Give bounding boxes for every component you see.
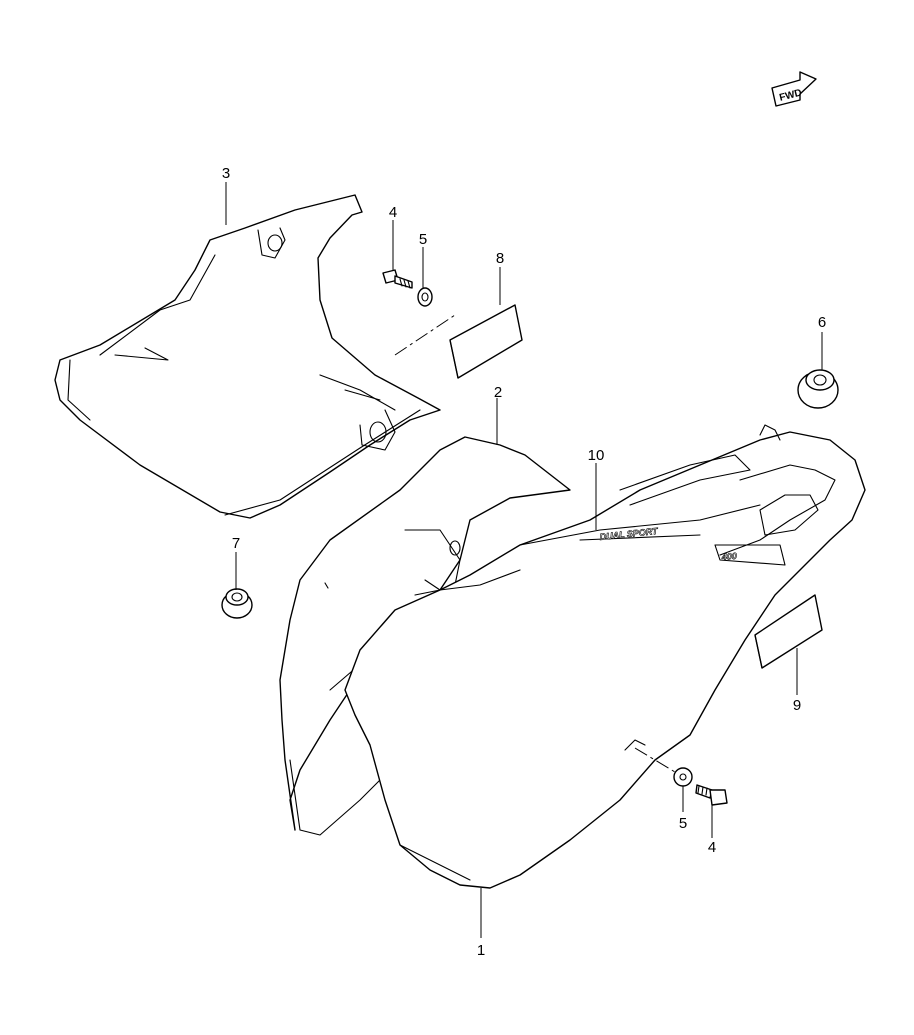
callout-9: 9 xyxy=(793,697,801,714)
assembly-line-lower xyxy=(634,747,676,773)
leader-lines xyxy=(225,182,823,938)
pad-part-9 xyxy=(754,594,823,669)
callout-5-lower: 5 xyxy=(679,815,687,832)
bolt-part-4-lower xyxy=(695,784,728,806)
callout-2: 2 xyxy=(494,384,502,401)
callout-6: 6 xyxy=(818,314,826,331)
grommet-part-7 xyxy=(221,588,253,619)
callout-10: 10 xyxy=(588,447,605,464)
washer-part-5-lower xyxy=(673,767,693,787)
side-cover-part-1: DUAL SPORT 400 xyxy=(344,424,866,889)
decal-number: 400 xyxy=(720,551,737,562)
callout-4-lower: 4 xyxy=(708,839,716,856)
bolt-part-4-upper xyxy=(382,269,413,289)
callout-5-upper: 5 xyxy=(419,231,427,248)
pad-part-8 xyxy=(449,304,523,379)
callout-7: 7 xyxy=(232,535,240,552)
callout-1: 1 xyxy=(477,942,485,959)
grommet-part-6 xyxy=(797,369,839,409)
assembly-line-upper xyxy=(394,314,456,356)
side-cover-part-3 xyxy=(54,194,441,519)
callout-4-upper: 4 xyxy=(389,204,397,221)
forward-arrow-icon: FWD xyxy=(771,71,817,107)
fwd-label: FWD xyxy=(778,88,803,104)
callout-3: 3 xyxy=(222,165,230,182)
callout-8: 8 xyxy=(496,250,504,267)
washer-part-5-upper xyxy=(417,287,433,307)
